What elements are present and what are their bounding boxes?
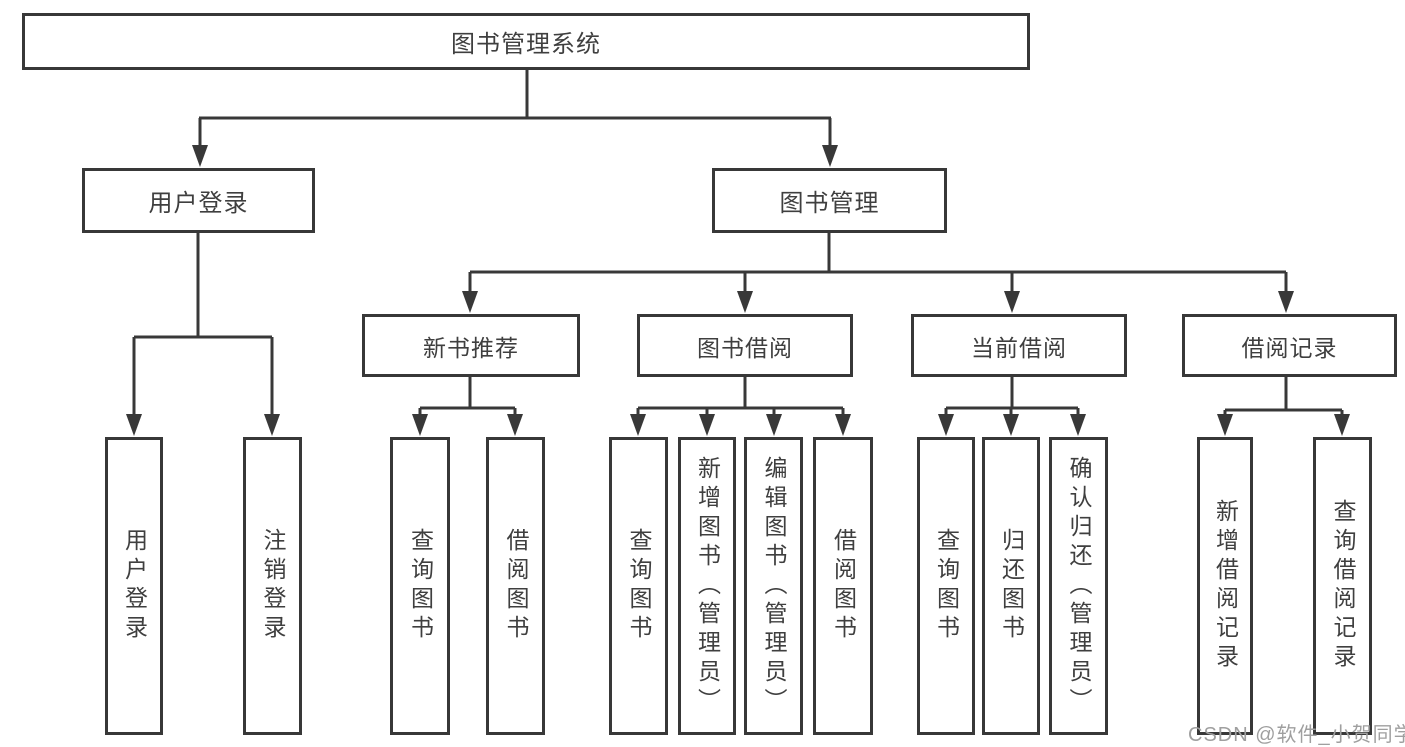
connector-current-borrow-group	[944, 377, 1080, 418]
connector-new-book-group	[418, 377, 517, 418]
connector-user-login-group	[132, 233, 274, 418]
node-borrow-records: 借阅记录	[1182, 314, 1397, 377]
node-user-login: 用户登录	[82, 168, 315, 233]
connector-book-borrow-group	[636, 377, 845, 418]
leaf-borrow-books-recommend: 借阅图书	[486, 437, 545, 735]
leaf-query-books-current-label: 查询图书	[933, 528, 960, 644]
leaf-query-books-recommend: 查询图书	[390, 437, 450, 735]
leaf-add-book-admin-label: 新增图书（管理员）	[694, 455, 721, 717]
leaf-user-login-label: 用户登录	[121, 528, 148, 644]
leaf-query-books-current: 查询图书	[917, 437, 975, 735]
leaf-user-login: 用户登录	[105, 437, 163, 735]
leaf-confirm-return-admin: 确认归还（管理员）	[1049, 437, 1108, 735]
leaf-query-borrow-record: 查询借阅记录	[1313, 437, 1372, 735]
leaf-edit-book-admin-label: 编辑图书（管理员）	[761, 455, 787, 717]
node-root-system: 图书管理系统	[22, 13, 1030, 70]
connector-root	[198, 69, 832, 149]
leaf-borrow-books-recommend-label: 借阅图书	[503, 528, 529, 644]
node-new-book-recommend: 新书推荐	[362, 314, 580, 377]
leaf-confirm-return-admin-label: 确认归还（管理员）	[1066, 455, 1092, 717]
leaf-logout: 注销登录	[243, 437, 302, 735]
leaf-return-book-label: 归还图书	[998, 528, 1025, 644]
leaf-return-book: 归还图书	[982, 437, 1040, 735]
leaf-logout-label: 注销登录	[260, 528, 286, 644]
leaf-edit-book-admin: 编辑图书（管理员）	[744, 437, 803, 735]
leaf-borrow-books: 借阅图书	[813, 437, 873, 735]
leaf-query-books-borrow-label: 查询图书	[626, 528, 652, 644]
connector-borrow-record-group	[1223, 377, 1344, 418]
connector-book-management-group	[468, 232, 1288, 295]
leaf-query-books-borrow: 查询图书	[609, 437, 668, 735]
node-current-borrow: 当前借阅	[911, 314, 1127, 377]
node-book-borrow: 图书借阅	[637, 314, 853, 377]
node-book-management: 图书管理	[712, 168, 947, 233]
leaf-add-borrow-record: 新增借阅记录	[1197, 437, 1253, 735]
leaf-add-borrow-record-label: 新增借阅记录	[1212, 499, 1239, 673]
leaf-add-book-admin: 新增图书（管理员）	[678, 437, 736, 735]
leaf-borrow-books-label: 借阅图书	[830, 528, 857, 644]
leaf-query-borrow-record-label: 查询借阅记录	[1330, 499, 1356, 673]
leaf-query-books-recommend-label: 查询图书	[407, 528, 434, 644]
csdn-watermark: CSDN @软件_小贺同学	[1188, 724, 1405, 746]
